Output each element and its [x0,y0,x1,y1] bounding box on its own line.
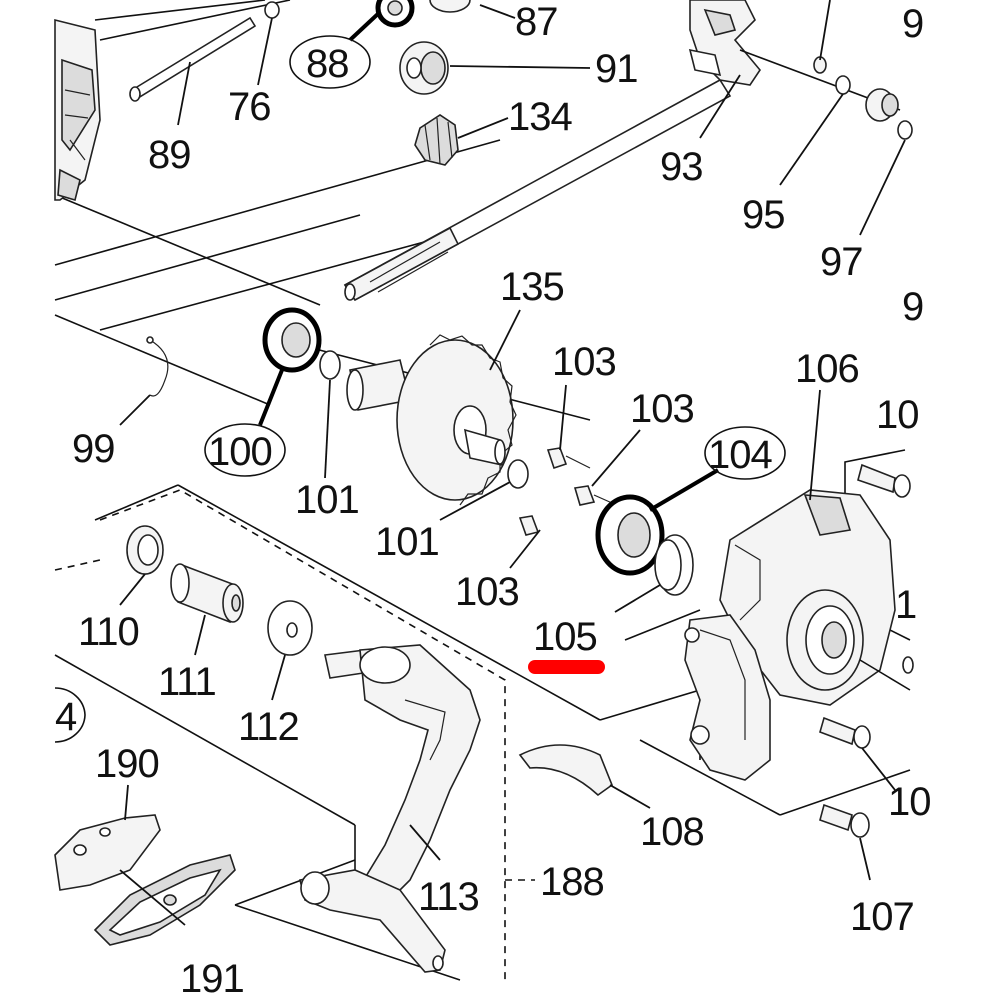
label-76: 76 [228,85,271,129]
label-10-bottom: 10 [888,780,931,824]
label-95: 95 [742,193,785,237]
gear-part-91 [399,41,449,95]
screw-part-10a [857,463,911,498]
pin-part-89 [129,16,257,102]
label-91: 91 [595,47,638,91]
label-101-right: 101 [375,520,439,564]
label-190: 190 [95,742,159,786]
frame-housing-top-left [54,0,291,202]
o-ring-part-101-left [319,350,341,380]
label-108: 108 [640,810,704,854]
label-111: 111 [158,660,216,704]
pinion-gear-part-134 [414,114,459,166]
label-89: 89 [148,133,191,177]
label-9-mid: 9 [902,285,923,329]
circled-callouts [54,35,786,743]
handle-assembly-dashed-frame [54,489,535,980]
label-191: 191 [180,957,244,1001]
screw-part-107 [819,803,870,838]
label-113: 113 [418,875,479,919]
label-135: 135 [500,265,564,309]
roller-part-top-right [865,88,913,140]
label-101-left: 101 [295,478,359,522]
screw-part-103-c [518,515,540,536]
leader-lines [119,0,906,926]
part-labels: 87 88 91 76 89 134 93 95 97 9 9 135 103 … [55,0,932,1001]
label-134: 134 [508,95,572,139]
label-110: 110 [78,610,139,654]
collar-part-105 [654,534,694,596]
label-112: 112 [238,705,299,749]
clip-part-108 [518,744,613,797]
bearing-part-88 [375,0,415,28]
label-104: 104 [708,433,772,477]
washer-part-87 [429,0,471,13]
label-93: 93 [660,145,703,189]
label-9-top: 9 [902,2,923,46]
label-188: 188 [540,860,604,904]
handle-part-113 [299,644,481,973]
label-1-right: 1 [895,583,916,627]
side-cover-part-106 [719,489,896,706]
small-ring-part-76 [264,1,280,19]
main-shaft [343,78,732,302]
label-106: 106 [795,347,859,391]
label-87: 87 [515,0,558,44]
label-100: 100 [208,430,272,474]
body-frame-right [684,614,914,781]
bearing-part-100 [262,307,322,373]
cap-part-190 [54,814,161,891]
label-103-b: 103 [630,387,694,431]
bushing-part-111 [170,563,244,624]
label-88: 88 [306,42,349,86]
washer-part-95 [813,56,851,95]
seal-part-110 [126,525,164,575]
screw-part-103-a [546,447,591,470]
label-103-c: 103 [455,570,519,614]
screw-part-103-b [573,485,613,506]
label-10-top: 10 [876,393,919,437]
bracket-part-93 [688,0,901,111]
drive-gear-part-135 [346,334,517,506]
label-107: 107 [850,895,914,939]
bearing-part-104 [595,494,665,576]
wire-part-99 [146,336,169,397]
label-4: 4 [55,695,77,739]
label-99: 99 [72,427,115,471]
label-105: 105 [533,615,597,659]
washer-part-112 [267,600,313,656]
label-97: 97 [820,240,863,284]
label-103-a: 103 [552,340,616,384]
cap-part-191 [93,854,236,946]
screw-part-10b [819,716,871,749]
o-ring-part-101-right [507,459,529,489]
